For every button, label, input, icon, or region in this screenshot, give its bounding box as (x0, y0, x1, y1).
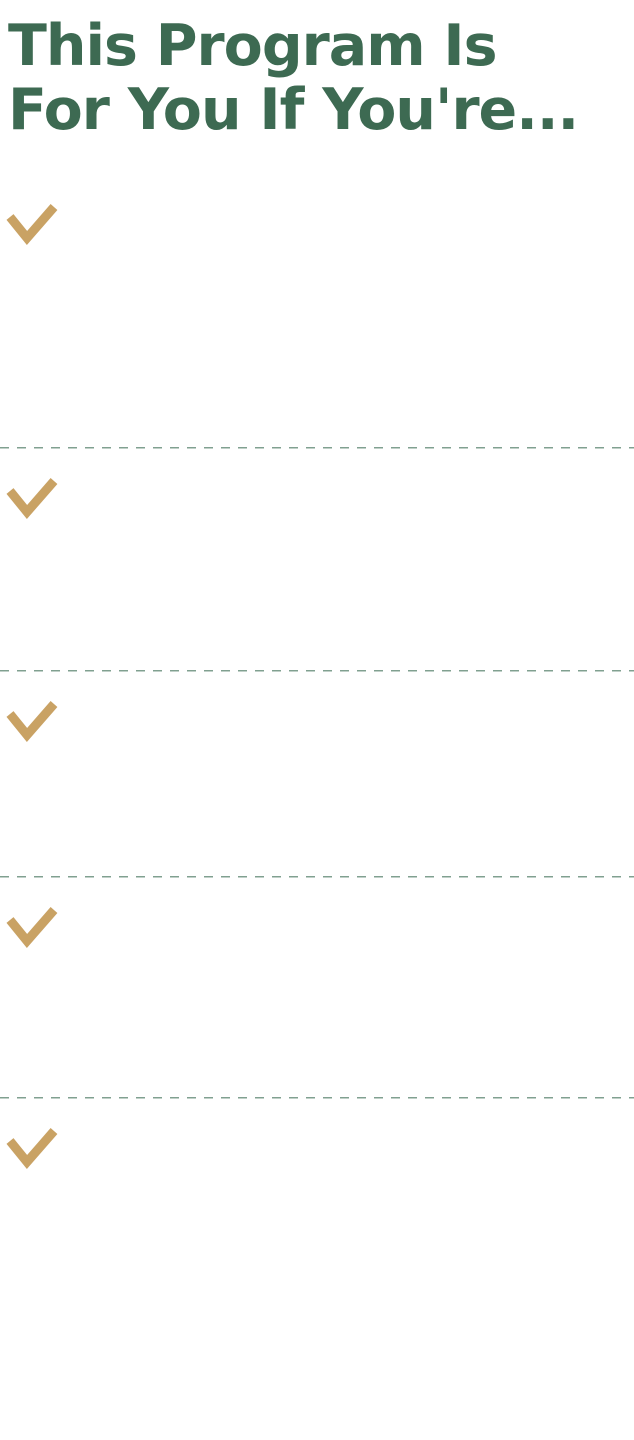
page-title-line-2: For You If You're... (8, 77, 579, 144)
list-item (0, 1099, 634, 1329)
divider (0, 446, 634, 449)
list-item-text (76, 201, 620, 225)
divider (0, 875, 634, 878)
list-item-text (76, 475, 620, 499)
page-title-line-1: This Program Is (8, 13, 498, 79)
checklist (0, 175, 634, 1329)
checkmark-icon (6, 475, 58, 521)
list-item-text (76, 698, 620, 722)
checkmark-icon (6, 201, 58, 247)
page-title: This Program Is For You If You're... (8, 14, 624, 143)
divider (0, 669, 634, 672)
list-item (0, 175, 634, 447)
list-item (0, 449, 634, 670)
list-item (0, 672, 634, 876)
checkmark-icon (6, 698, 58, 744)
checkmark-icon (6, 1125, 58, 1171)
checkmark-icon (6, 904, 58, 950)
list-item (0, 878, 634, 1097)
divider (0, 1096, 634, 1099)
list-item-text (76, 904, 620, 928)
list-item-text (76, 1125, 620, 1149)
